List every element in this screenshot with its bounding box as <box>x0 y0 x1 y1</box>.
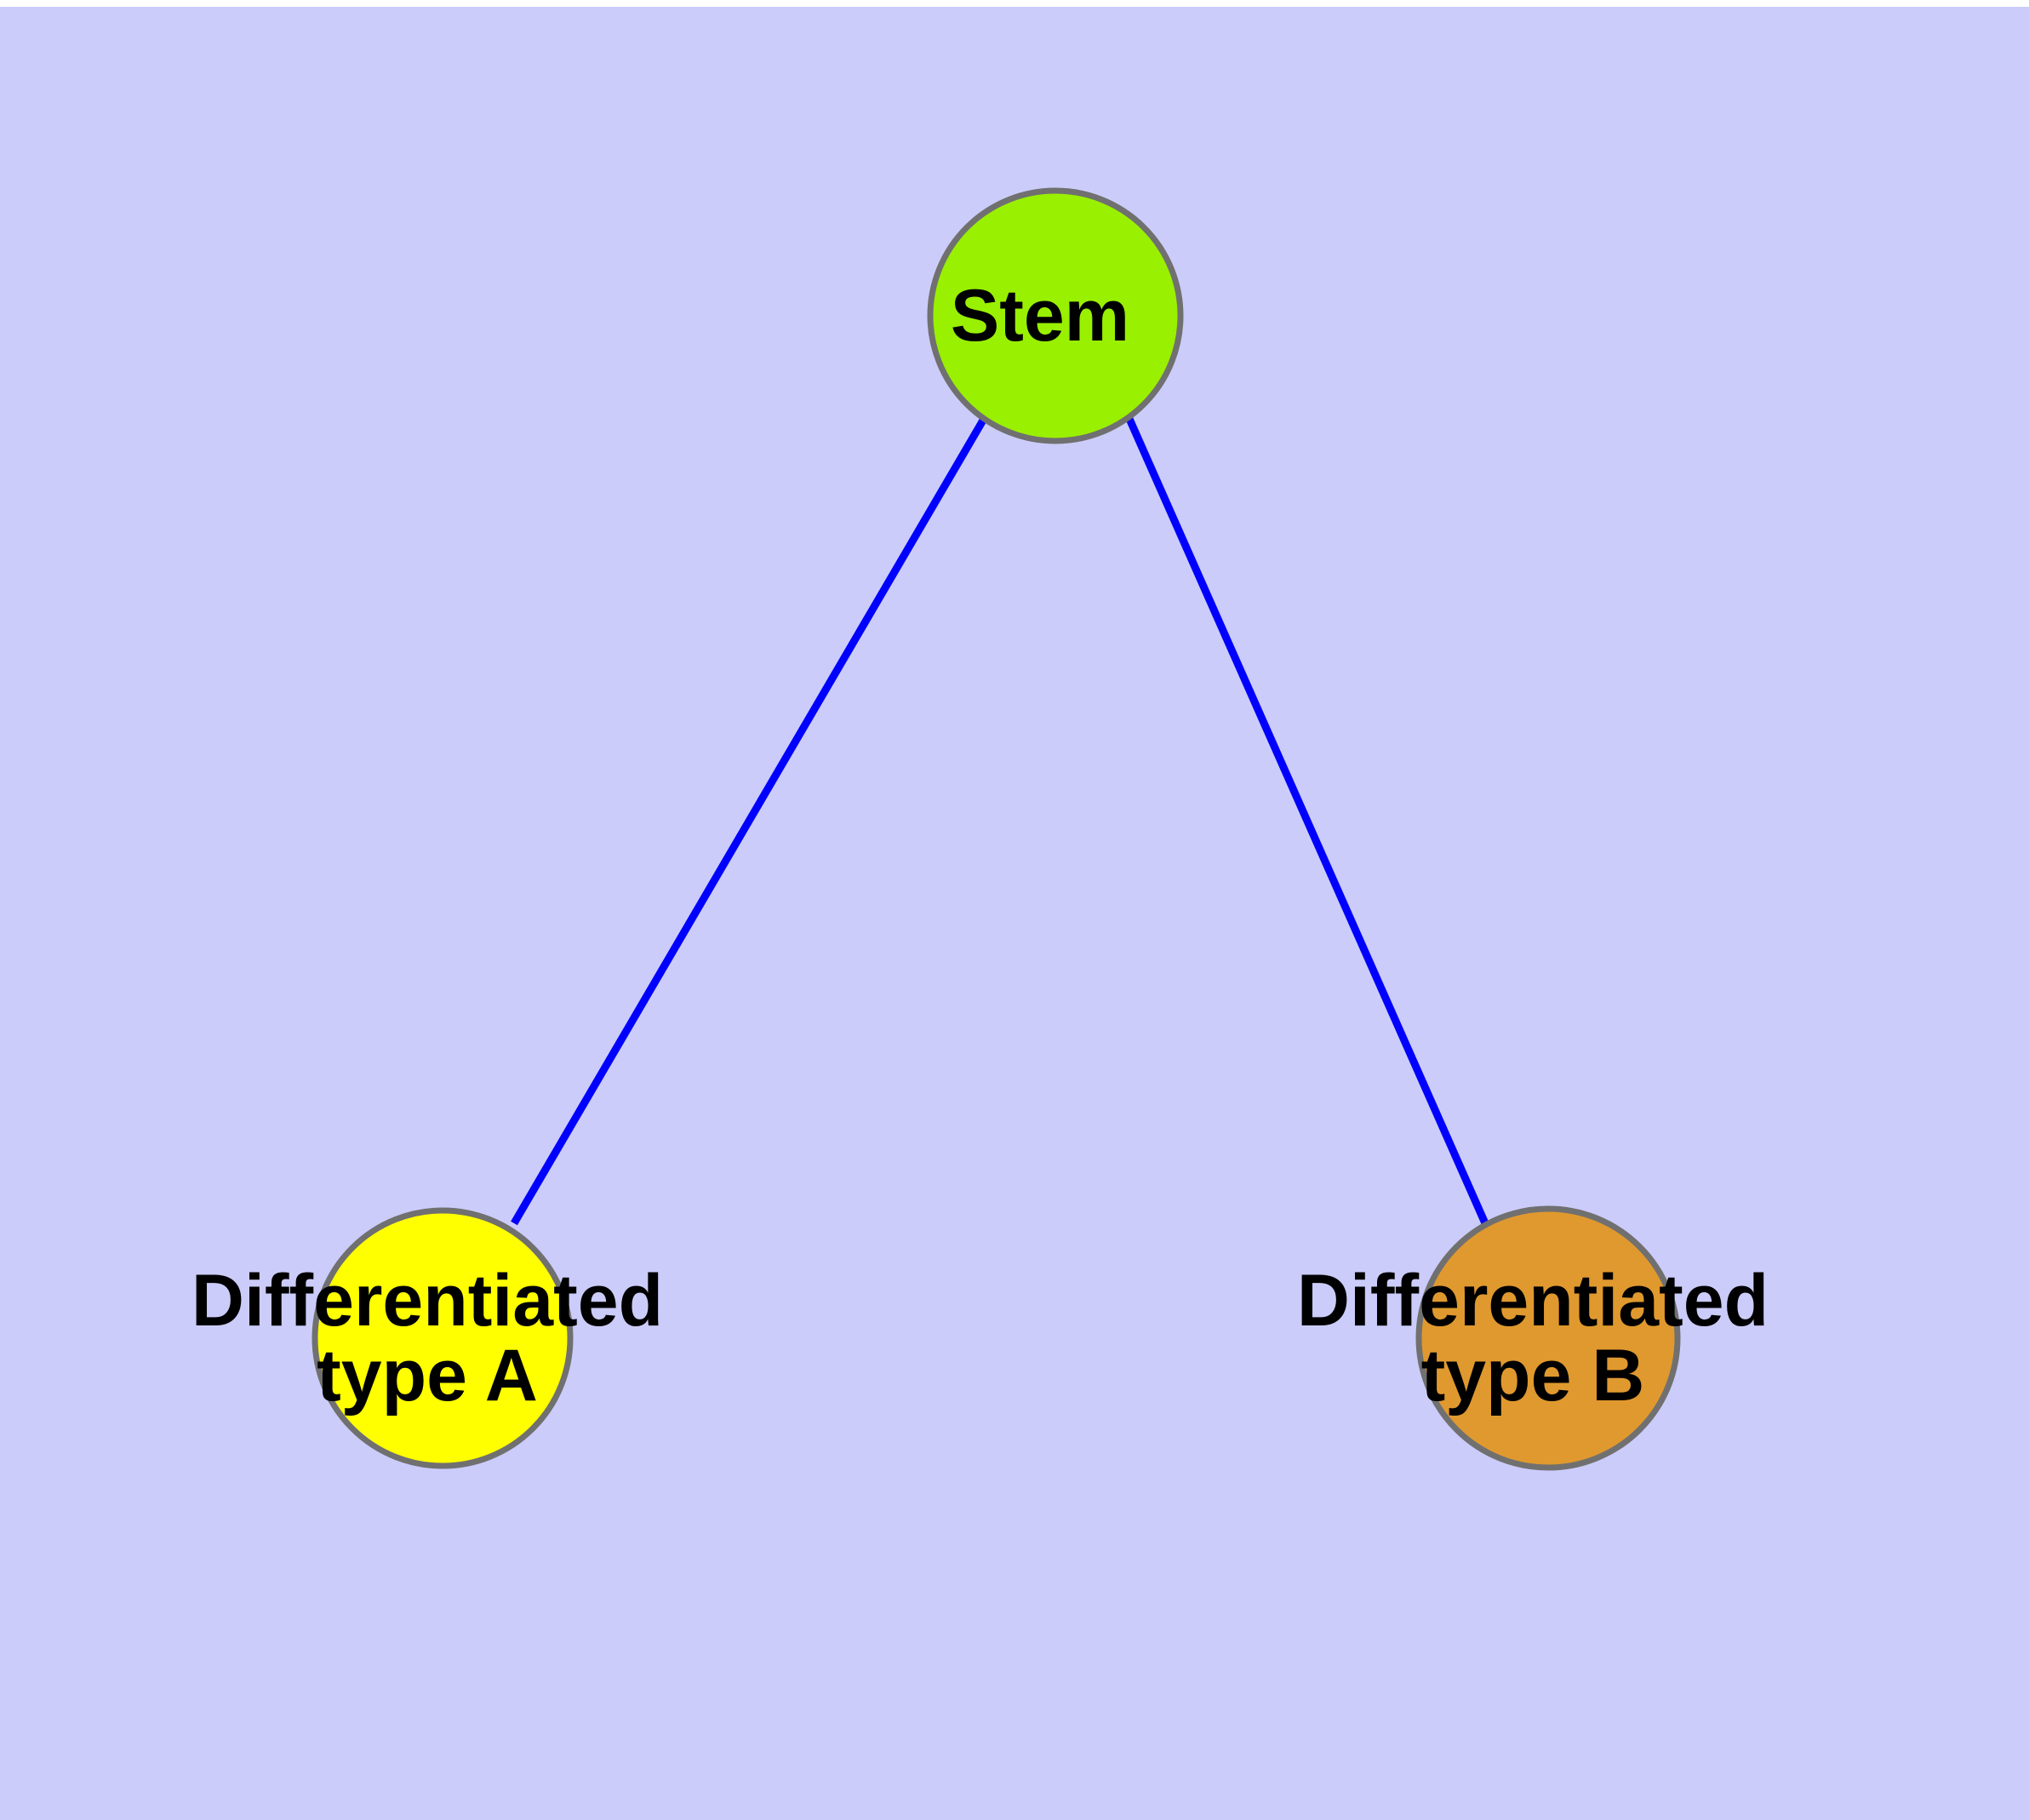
edge-layer <box>511 416 1489 1226</box>
node-circle-stem[interactable] <box>927 187 1184 444</box>
node-label-stem-line-1: Stem <box>951 275 1129 357</box>
graph-edge-stem-to-diff-a[interactable] <box>511 416 987 1226</box>
node-label-diff-b-line-2: type B <box>1421 1335 1645 1417</box>
graph-node-stem[interactable]: Stem <box>927 187 1184 444</box>
node-label-diff-a-line-1: Differentiated <box>191 1260 663 1342</box>
node-label-diff-a-line-2: type A <box>317 1335 538 1417</box>
node-label-diff-b-line-1: Differentiated <box>1297 1260 1769 1342</box>
node-circle-diff-a[interactable] <box>311 1207 574 1469</box>
node-circle-diff-b[interactable] <box>1415 1205 1681 1471</box>
graph-edge-stem-to-diff-b[interactable] <box>1125 417 1489 1225</box>
